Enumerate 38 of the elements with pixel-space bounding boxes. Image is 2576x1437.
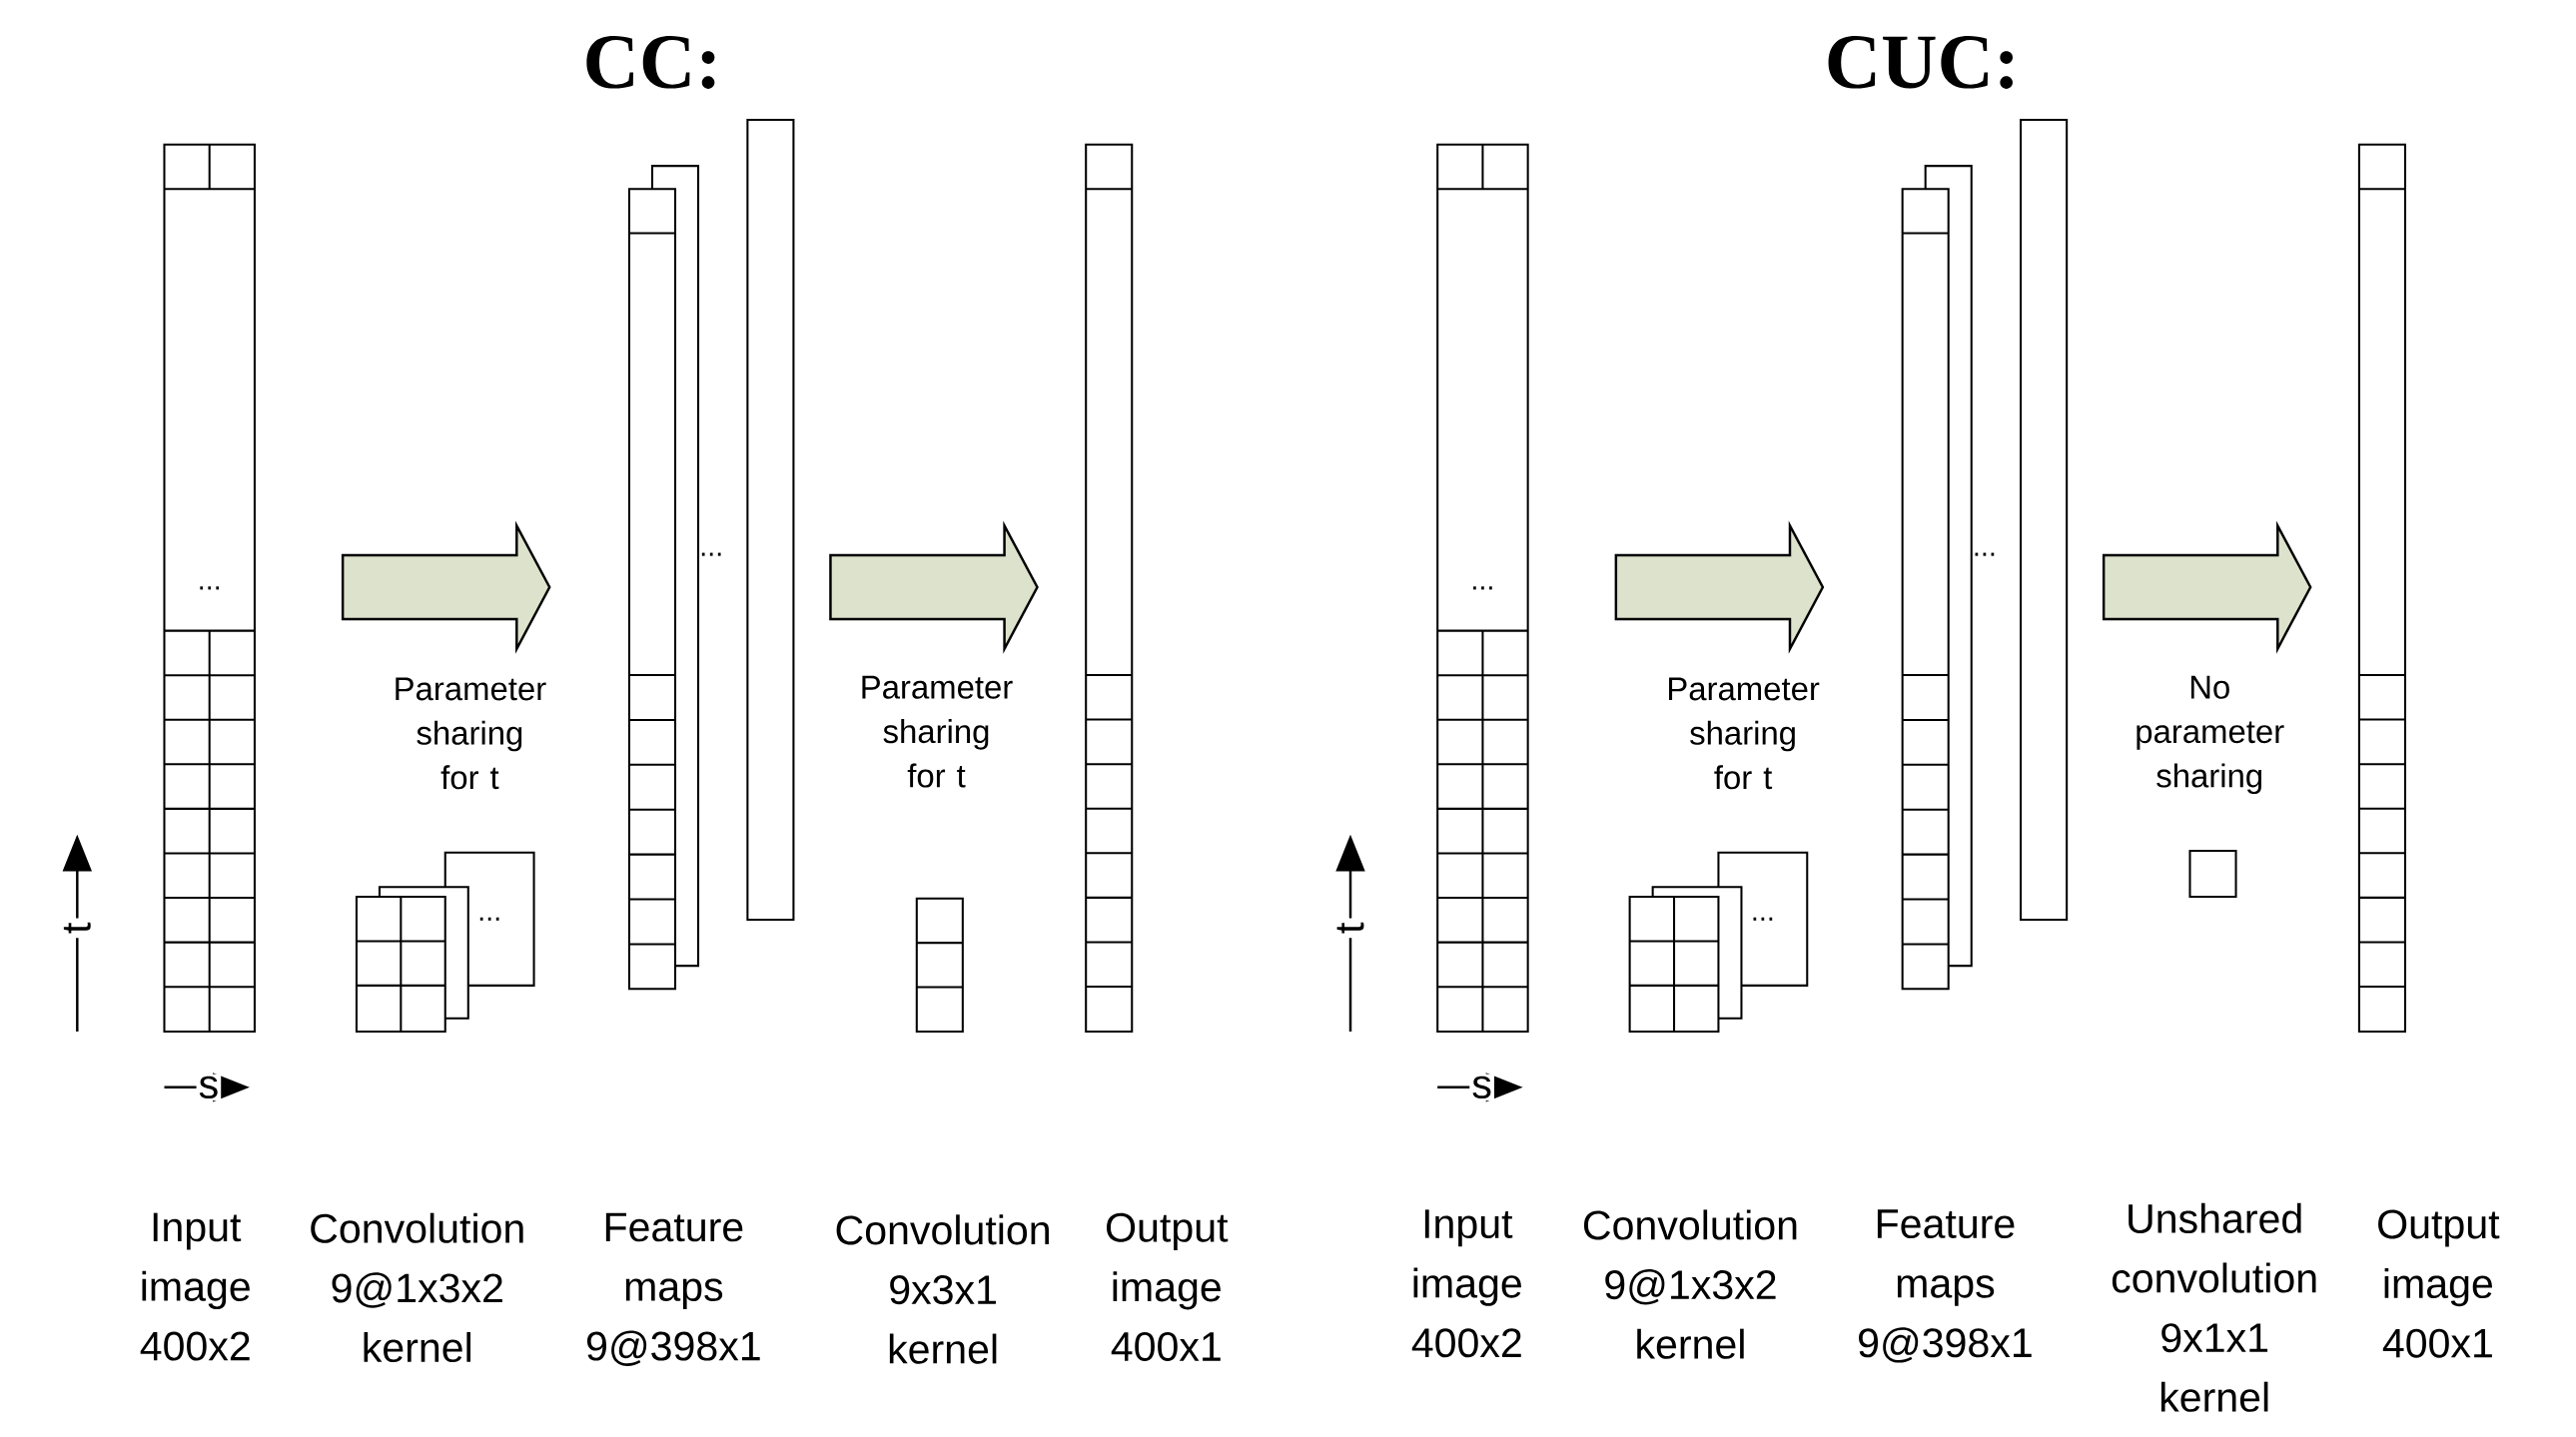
kernel-square (2188, 849, 2237, 898)
node-label: ... (701, 552, 721, 556)
description: Parameter sharing for t (862, 675, 1013, 788)
caption: Convolution 9@1x3x2 kernel (311, 1212, 523, 1363)
caption: Convolution 9@1x3x2 kernel (1583, 1209, 1797, 1359)
block-arrow (1614, 520, 1825, 654)
description: Parameter sharing for t (396, 677, 546, 790)
caption: Feature maps 9@398x1 (587, 1212, 760, 1366)
output-column (2357, 143, 2406, 1033)
block-arrow (341, 520, 551, 654)
kernel-stack: ... (1628, 851, 1809, 1033)
caption: Convolution 9x3x1 kernel (836, 1214, 1049, 1364)
node-label: ... (1975, 552, 1995, 556)
caption: Input image 400x2 (140, 1212, 250, 1361)
node-label: ... (479, 917, 499, 921)
description: No parameter sharing (2137, 675, 2284, 795)
caption: Feature maps 9@398x1 (1859, 1209, 2032, 1363)
input-grid: ... (163, 143, 256, 1033)
feature-map-stack: ... (1901, 118, 2069, 991)
description: Parameter sharing for t (1669, 677, 1820, 790)
feature-map-stack: ... (627, 118, 795, 991)
kernel-stack: ... (355, 851, 535, 1033)
block-arrow (829, 520, 1039, 654)
axis-label: s (199, 1076, 218, 1098)
caption: Input image 400x2 (1411, 1209, 1521, 1358)
output-column (1085, 143, 1134, 1033)
node-label: ... (1753, 917, 1773, 921)
caption: Output image 400x1 (2378, 1209, 2500, 1358)
title: CUC: (1828, 36, 2013, 89)
axis-label: t (63, 922, 91, 934)
axis-label: t (1336, 922, 1364, 934)
kernel-column (915, 897, 964, 1033)
caption: Output image 400x1 (1107, 1212, 1229, 1361)
block-arrow (2102, 520, 2312, 654)
title: CC: (586, 36, 715, 89)
axis-label: s (1472, 1076, 1491, 1098)
caption: Unshared convolution 9x1x1 kernel (2112, 1202, 2316, 1412)
input-grid: ... (1436, 143, 1529, 1033)
